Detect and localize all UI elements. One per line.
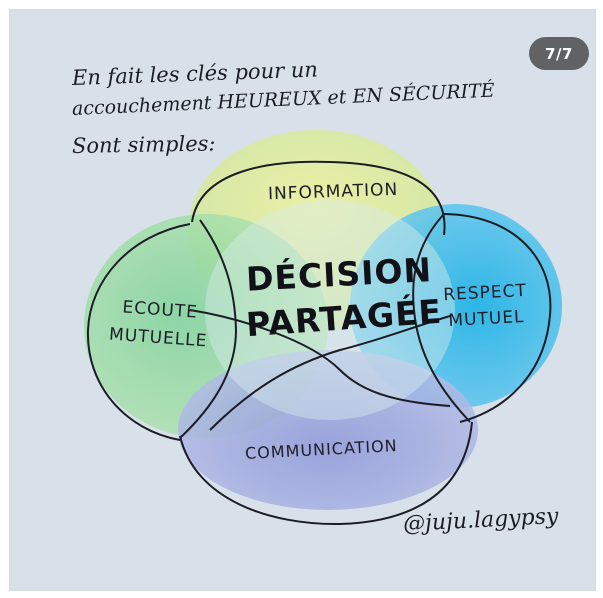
bottom-circle-outline xyxy=(179,421,473,526)
center-wash xyxy=(205,200,455,420)
inner-arc-2 xyxy=(412,213,471,423)
label-respect-line-2: MUTUEL xyxy=(447,307,526,331)
inner-arc-3 xyxy=(189,309,451,407)
right-circle-outline xyxy=(443,213,552,423)
left-circle-outline xyxy=(86,223,191,441)
top-circle-outline xyxy=(191,160,446,236)
ink-outlines xyxy=(86,160,552,526)
inner-arc-4 xyxy=(209,315,451,431)
venn-illustration xyxy=(84,130,562,526)
slide-counter-badge: 7/7 xyxy=(529,37,589,70)
intro-line-3: Sont simples: xyxy=(71,131,216,158)
inner-arc-1 xyxy=(179,219,238,439)
watercolor-paper: 7/7 En fait les clés pour un accouchemen… xyxy=(9,9,596,591)
bottom-circle-wash xyxy=(178,350,478,510)
center-label-decision-partagee: DÉCISION PARTAGÉE xyxy=(245,250,444,344)
label-respect-mutuel: RESPECT MUTUEL xyxy=(443,278,529,334)
right-circle-wash xyxy=(350,204,562,408)
label-ecoute-mutuelle: ECOUTE MUTUELLE xyxy=(108,293,210,356)
